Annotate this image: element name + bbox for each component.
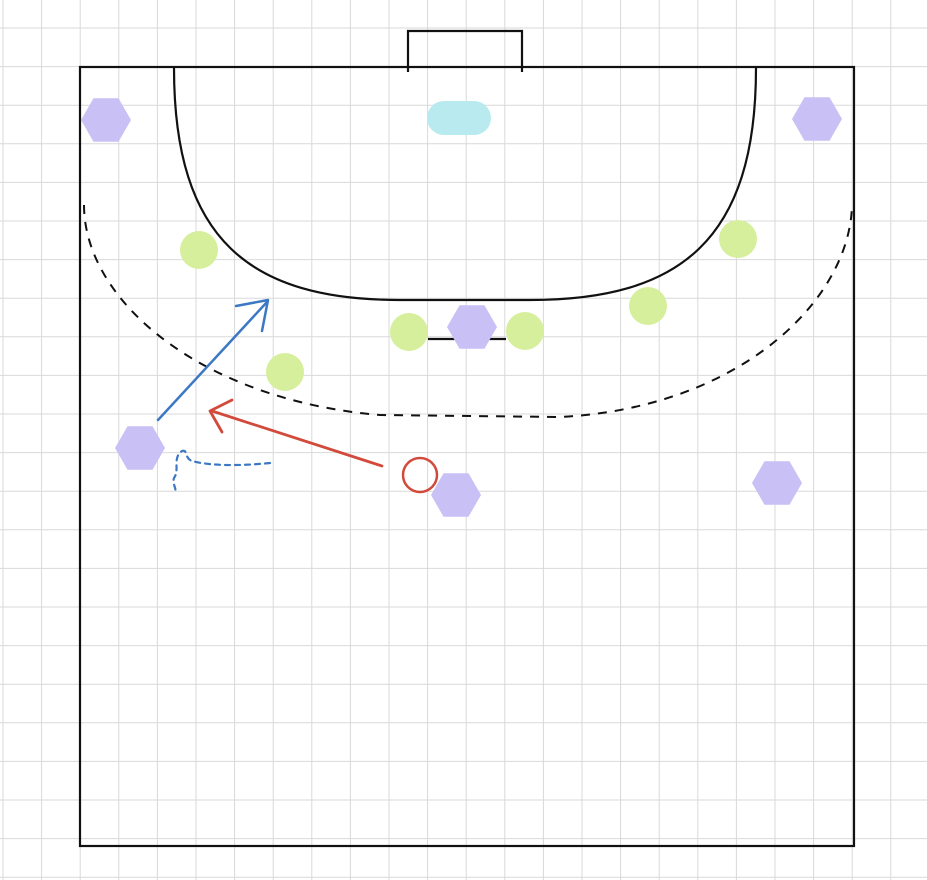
attacker-right-wing[interactable] xyxy=(792,97,842,141)
goalkeeper[interactable] xyxy=(427,101,491,135)
attacker-left-wing[interactable] xyxy=(81,98,131,142)
defender-left-center[interactable] xyxy=(390,313,428,351)
ball[interactable] xyxy=(401,456,439,494)
attacker-right-back[interactable] xyxy=(752,461,802,505)
goal-area-line xyxy=(172,67,758,302)
free-throw-line xyxy=(83,204,853,419)
defender-right-center[interactable] xyxy=(506,312,544,350)
goal xyxy=(406,29,524,72)
players xyxy=(81,97,842,517)
defender-right-half[interactable] xyxy=(629,287,667,325)
attacker-center-back[interactable] xyxy=(431,473,481,517)
pass-arrow-head xyxy=(208,398,234,434)
run-arrow xyxy=(156,298,270,422)
defender-left-outside[interactable] xyxy=(180,231,218,269)
court-boundary xyxy=(78,65,856,848)
pass-arrow xyxy=(208,398,384,468)
dribble-path xyxy=(172,449,272,494)
attacker-pivot[interactable] xyxy=(447,305,497,349)
play-arrows xyxy=(156,298,384,494)
pass-arrow-shaft xyxy=(210,409,384,468)
run-arrow-head xyxy=(234,298,270,333)
attacker-left-back[interactable] xyxy=(115,426,165,470)
court xyxy=(78,29,856,848)
run-arrow-shaft xyxy=(156,300,269,422)
defender-right-outside[interactable] xyxy=(719,220,757,258)
defender-left-half[interactable] xyxy=(266,353,304,391)
